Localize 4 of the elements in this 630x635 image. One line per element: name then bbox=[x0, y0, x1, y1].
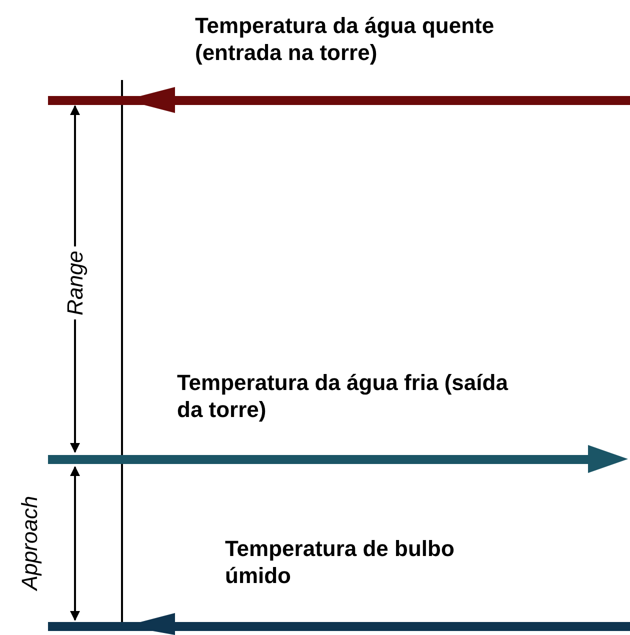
dimension-label: Approach bbox=[17, 494, 44, 594]
temperature-label: Temperatura da água fria (saída da torre) bbox=[177, 369, 510, 423]
temperature-label: Temperatura da água quente (entrada na torre) bbox=[195, 12, 496, 66]
temperature-label: Temperatura de bulbo úmido bbox=[225, 535, 456, 589]
